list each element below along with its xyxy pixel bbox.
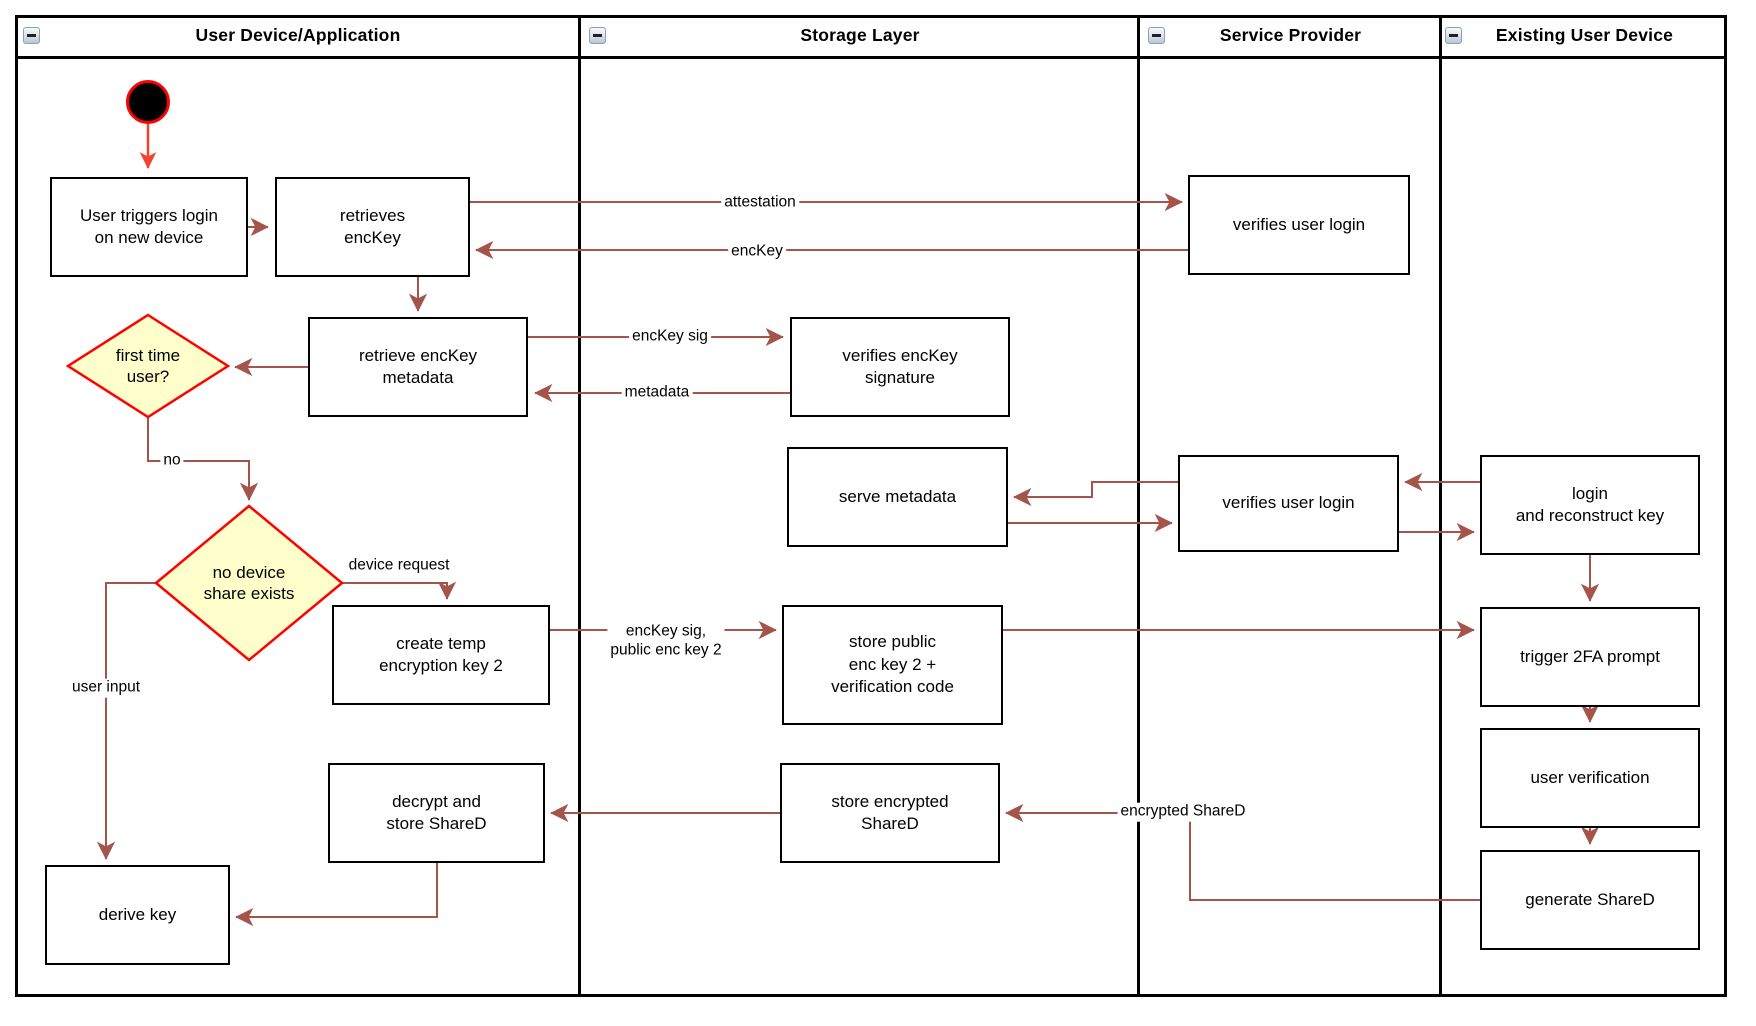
flow-arrow-device-request bbox=[342, 581, 457, 600]
flow-arrow-user-input bbox=[96, 582, 156, 860]
lane-title: Storage Layer bbox=[800, 25, 920, 45]
node-derive-key[interactable]: derive key bbox=[45, 865, 230, 965]
minus-glyph bbox=[27, 34, 36, 37]
collapse-minus-icon[interactable] bbox=[23, 27, 40, 44]
edge-label-enckey: encKey bbox=[728, 242, 786, 262]
node-retrieve-enckey-metadata[interactable]: retrieve encKey metadata bbox=[308, 317, 528, 417]
lane-divider-3 bbox=[1439, 15, 1442, 997]
node-generate-shared[interactable]: generate ShareD bbox=[1480, 850, 1700, 950]
node-create-temp-encryption-key2[interactable]: create temp encryption key 2 bbox=[332, 605, 550, 705]
minus-glyph bbox=[593, 34, 602, 37]
node-decrypt-store-shared[interactable]: decrypt and store ShareD bbox=[328, 763, 545, 863]
lane-header-storage-layer[interactable]: Storage Layer bbox=[581, 15, 1139, 59]
flow-arrow-verifies-login-to-serve-metadata bbox=[1013, 481, 1178, 507]
decision-no-device-share-exists[interactable] bbox=[154, 504, 344, 662]
node-verifies-enckey-signature[interactable]: verifies encKey signature bbox=[790, 317, 1010, 417]
lane-header-user-device[interactable]: User Device/Application bbox=[15, 15, 581, 59]
collapse-minus-icon[interactable] bbox=[589, 27, 606, 44]
edge-label-no: no bbox=[160, 451, 184, 471]
node-store-encrypted-shared[interactable]: store encrypted ShareD bbox=[780, 763, 1000, 863]
node-retrieves-enckey[interactable]: retrieves encKey bbox=[275, 177, 470, 277]
edge-label-attestation: attestation bbox=[721, 193, 799, 213]
collapse-minus-icon[interactable] bbox=[1445, 27, 1462, 44]
decision-label-first-time-user: first time user? bbox=[115, 345, 181, 386]
node-verifies-user-login-mid[interactable]: verifies user login bbox=[1178, 455, 1399, 552]
node-login-reconstruct-key[interactable]: login and reconstruct key bbox=[1480, 455, 1700, 555]
node-user-triggers-login[interactable]: User triggers login on new device bbox=[50, 177, 248, 277]
node-user-verification[interactable]: user verification bbox=[1480, 728, 1700, 828]
edge-label-encrypted-shared: encrypted ShareD bbox=[1117, 802, 1249, 822]
flow-arrow-no-branch bbox=[147, 417, 259, 501]
edge-label-user-input: user input bbox=[68, 678, 144, 698]
initial-node[interactable] bbox=[126, 80, 170, 124]
edge-label-metadata: metadata bbox=[621, 383, 693, 403]
lane-title: User Device/Application bbox=[195, 25, 401, 45]
collapse-minus-icon[interactable] bbox=[1148, 27, 1165, 44]
edge-label-enckey-sig-public-key2: encKey sig, public enc key 2 bbox=[607, 622, 725, 660]
node-store-public-enc-key2[interactable]: store public enc key 2 + verification co… bbox=[782, 605, 1003, 725]
node-verifies-user-login-top[interactable]: verifies user login bbox=[1188, 175, 1410, 275]
lane-divider-1 bbox=[578, 15, 581, 997]
edge-label-device-request: device request bbox=[345, 556, 453, 576]
lane-header-existing-user-device[interactable]: Existing User Device bbox=[1442, 15, 1727, 59]
lane-header-service-provider[interactable]: Service Provider bbox=[1140, 15, 1441, 59]
decision-label-no-device-share: no device share exists bbox=[203, 562, 295, 603]
lane-title: Existing User Device bbox=[1495, 25, 1674, 45]
flow-arrow-encrypted-shared bbox=[1005, 803, 1480, 901]
node-serve-metadata[interactable]: serve metadata bbox=[787, 447, 1008, 547]
decision-first-time-user[interactable] bbox=[65, 313, 231, 419]
lane-title: Service Provider bbox=[1219, 25, 1362, 45]
node-trigger-2fa-prompt[interactable]: trigger 2FA prompt bbox=[1480, 607, 1700, 707]
lane-divider-2 bbox=[1137, 15, 1140, 997]
diagram-frame bbox=[15, 15, 1727, 997]
minus-glyph bbox=[1449, 34, 1458, 37]
edge-label-enckey-sig: encKey sig bbox=[629, 327, 711, 347]
minus-glyph bbox=[1152, 34, 1161, 37]
flow-arrow-decrypt-to-derive-key bbox=[235, 863, 438, 927]
